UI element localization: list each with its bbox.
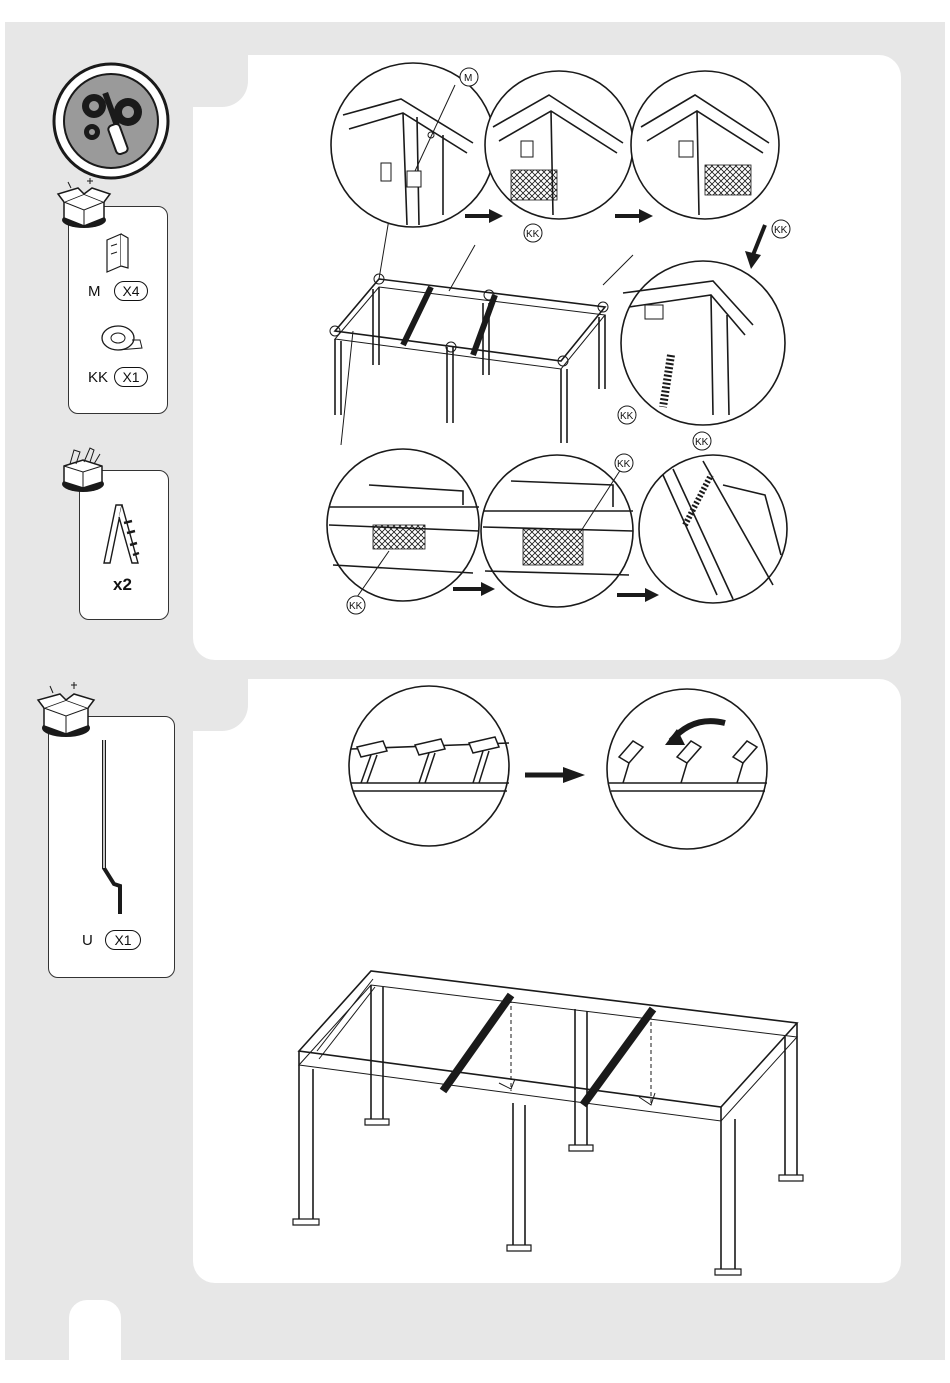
detail-circle-louvres-open — [607, 689, 767, 849]
page-number-tab — [69, 1300, 121, 1370]
open-box-icon — [34, 680, 98, 740]
callout-kk-2: KK — [772, 220, 790, 238]
step1-diagram: M KK KK KK — [193, 55, 901, 660]
detail-circle-beam-1 — [327, 449, 479, 601]
svg-text:M: M — [464, 73, 472, 84]
detail-circle-corner-2 — [485, 71, 633, 219]
part-kk-qty: X1 — [114, 367, 148, 387]
tools-badge — [52, 62, 170, 180]
part-u-qty: X1 — [105, 930, 141, 950]
crank-handle-icon — [96, 738, 132, 918]
callout-kk-3: KK — [618, 406, 636, 424]
svg-text:KK: KK — [349, 601, 363, 612]
detail-circle-corner-1 — [331, 63, 495, 227]
part-m-qty: X4 — [114, 281, 148, 301]
detail-circle-corner-4 — [621, 261, 785, 425]
detail-circle-beam-2 — [481, 455, 633, 607]
toolbox-icon — [54, 446, 112, 494]
part-kk-code: KK — [88, 369, 108, 386]
step2-diagram — [193, 679, 901, 1283]
pergola-frame-step1 — [330, 274, 608, 443]
part-u-code: U — [82, 932, 93, 949]
callout-kk-6: KK — [693, 432, 711, 450]
svg-text:KK: KK — [620, 411, 634, 422]
detail-circle-corner-3 — [631, 71, 779, 219]
callout-kk-1: KK — [524, 224, 542, 242]
svg-text:KK: KK — [695, 437, 709, 448]
svg-text:KK: KK — [617, 459, 631, 470]
detail-circle-beam-3 — [639, 455, 787, 603]
svg-text:KK: KK — [526, 229, 540, 240]
svg-text:KK: KK — [774, 225, 788, 236]
part-m-code: M — [88, 283, 101, 300]
detail-circle-louvres-closed — [349, 686, 509, 846]
pergola-frame-step2 — [293, 971, 803, 1275]
bracket-icon — [103, 232, 131, 274]
open-box-icon — [54, 176, 114, 232]
ladder-qty: x2 — [113, 575, 132, 595]
ladder-icon — [100, 503, 142, 565]
tape-roll-icon — [96, 318, 146, 358]
